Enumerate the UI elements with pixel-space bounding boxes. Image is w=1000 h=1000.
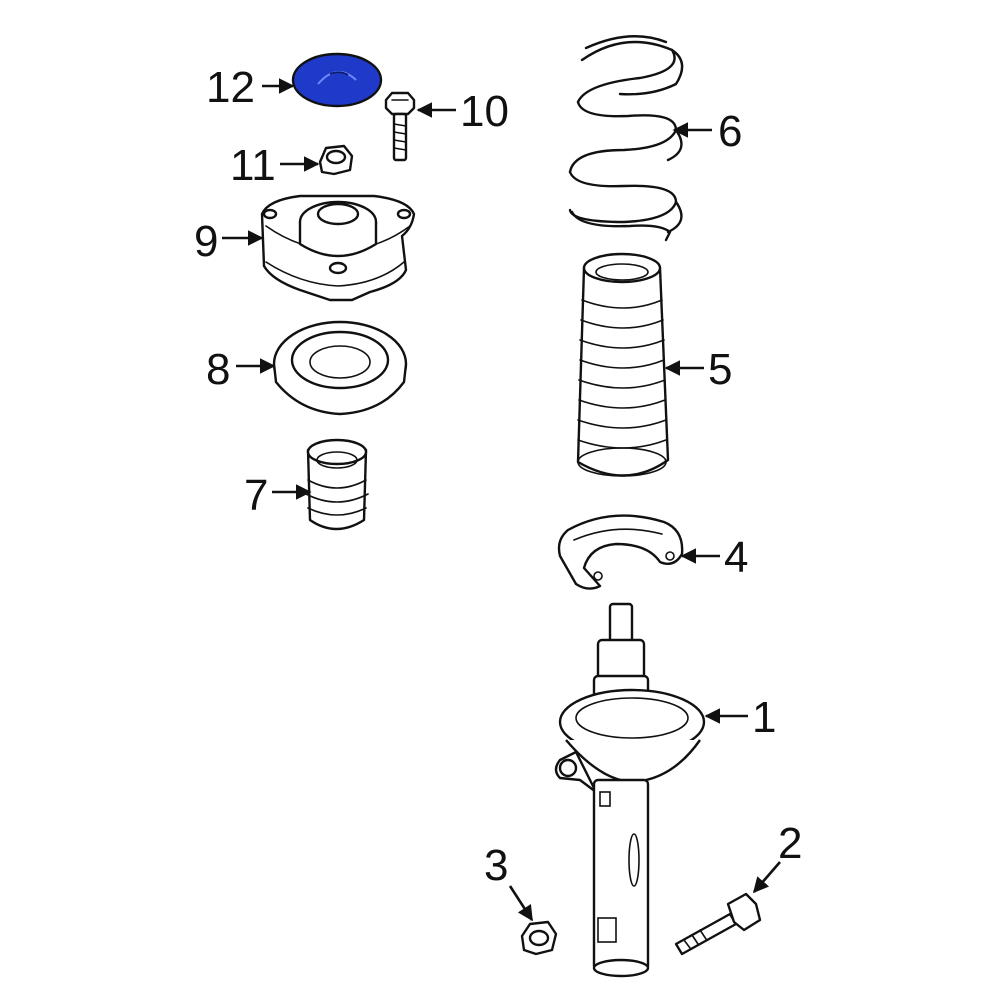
callout-7: 7 (244, 471, 268, 520)
callout-labels: 12 10 11 9 8 7 6 5 4 1 2 3 (194, 63, 802, 890)
callout-9: 9 (194, 217, 218, 266)
part-7-bump-stop[interactable] (305, 438, 369, 531)
callout-arrows (222, 78, 781, 922)
callout-4: 4 (724, 533, 748, 582)
part-10-bolt[interactable] (384, 91, 416, 162)
callout-1: 1 (752, 693, 776, 742)
part-2-bolt[interactable] (674, 892, 762, 956)
part-1-strut-assembly[interactable] (554, 602, 706, 978)
part-12-cap[interactable] (291, 52, 383, 108)
callout-11: 11 (230, 141, 276, 190)
callout-5: 5 (708, 345, 732, 394)
callout-10: 10 (460, 87, 509, 136)
callout-8: 8 (206, 345, 230, 394)
callout-6: 6 (718, 107, 742, 156)
part-4-spring-seat[interactable] (557, 514, 684, 590)
part-3-nut[interactable] (520, 920, 558, 956)
part-11-nut[interactable] (318, 144, 354, 176)
part-9-strut-mount[interactable] (260, 194, 416, 302)
callout-2: 2 (778, 819, 802, 868)
part-6-coil-spring[interactable] (568, 35, 684, 242)
part-5-dust-boot[interactable] (576, 252, 670, 477)
callout-12: 12 (206, 63, 255, 112)
part-8-bearing[interactable] (272, 320, 408, 416)
callout-3: 3 (484, 841, 508, 890)
